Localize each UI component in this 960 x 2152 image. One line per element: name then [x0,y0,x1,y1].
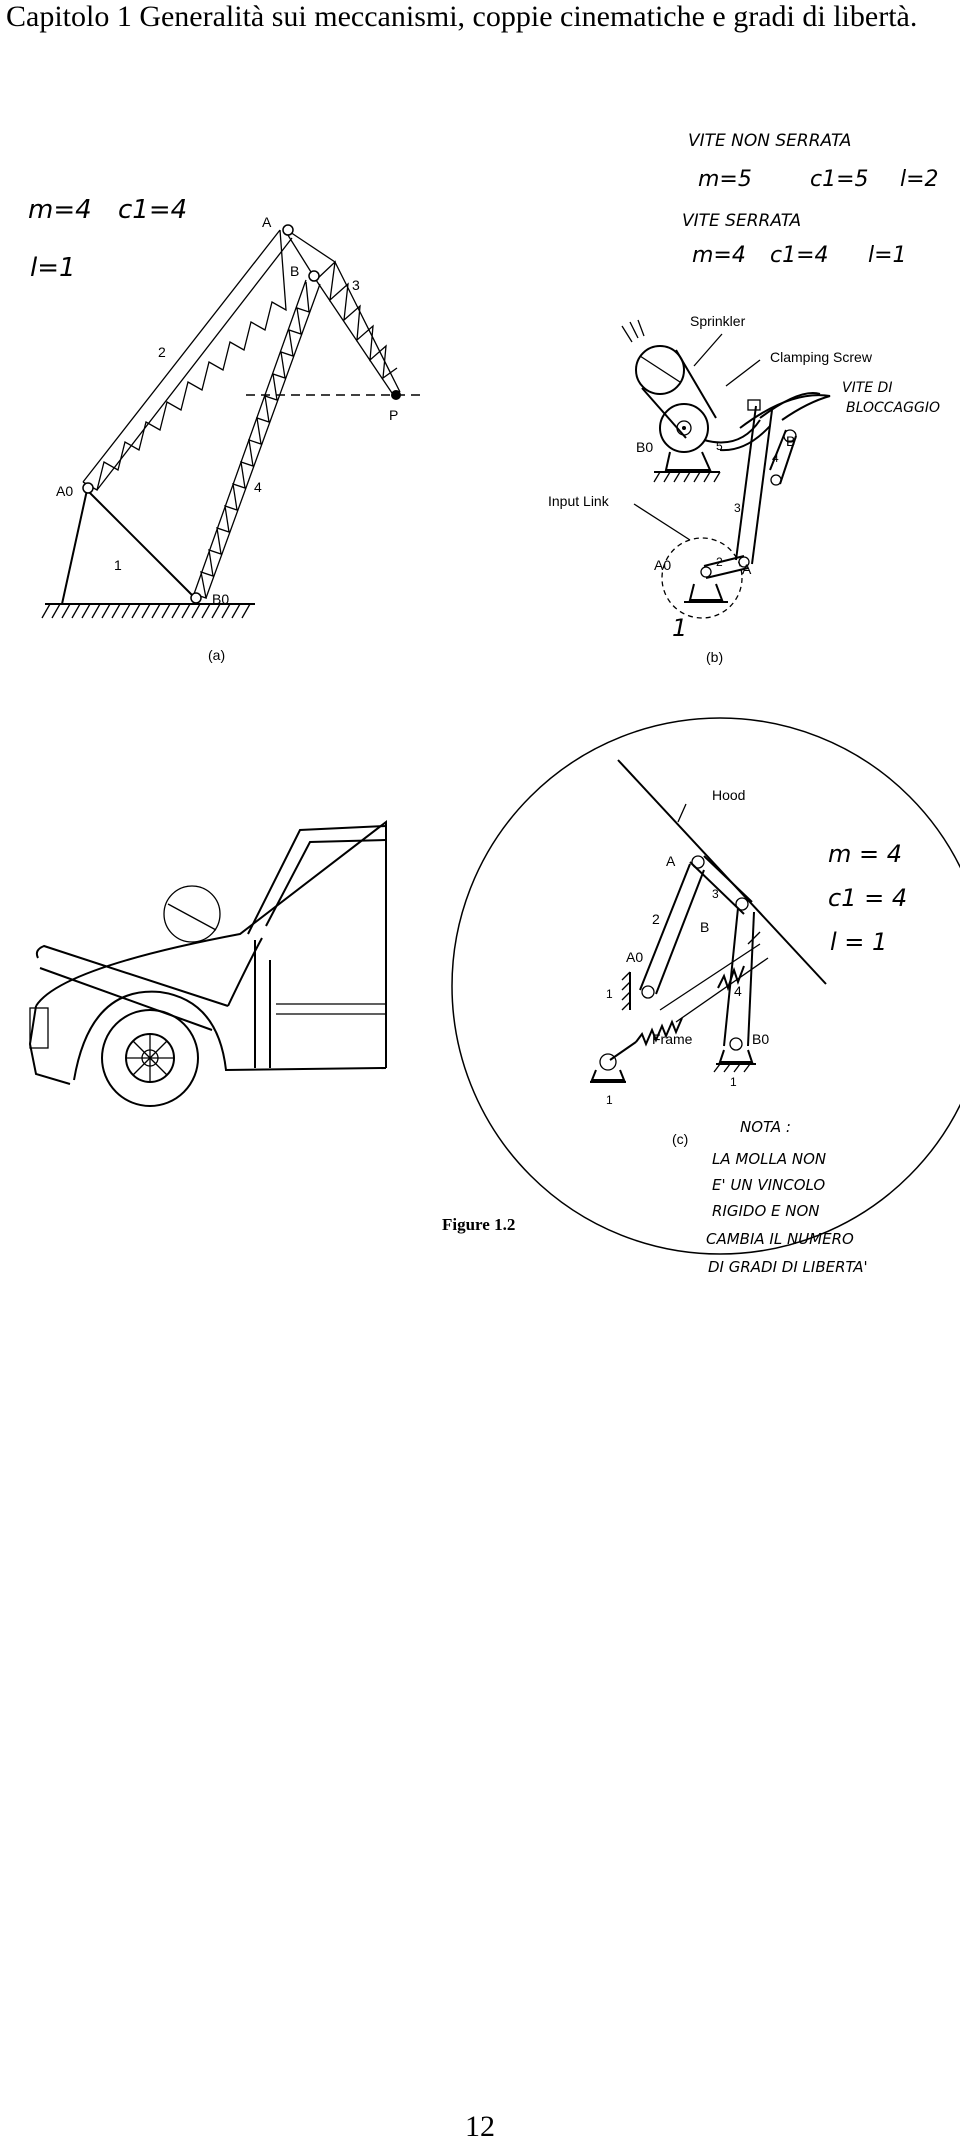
link-4-c-label: 4 [734,983,742,999]
point-a-label: A [262,214,272,230]
link-5-b-label: 5 [716,439,723,453]
note-b-l1: l=1 [868,243,907,268]
note-m: m=4 [28,195,92,225]
note-vite-non-serrata: VITE NON SERRATA [688,131,851,151]
note-c-l: l = 1 [830,928,887,956]
link-2-c-label: 2 [652,911,660,927]
sprinkler-label: Sprinkler [690,313,746,329]
point-b0-b-label: B0 [636,439,653,455]
note-line-4: CAMBIA IL NUMERO [706,1230,854,1248]
link-3-label: 3 [352,277,360,293]
point-p-label: P [389,407,398,423]
note-b-m4: m=4 [692,243,746,268]
note-b-c4: c1=4 [770,243,829,268]
point-a0-c-label: A0 [626,949,643,965]
caption-c: (c) [672,1131,688,1147]
note-line-5: DI GRADI DI LIBERTA' [708,1258,868,1276]
note-nota: NOTA : [740,1118,791,1136]
link-4-b-label: 4 [772,451,779,465]
figure-caption: Figure 1.2 [442,1215,515,1234]
figure-b-sprinkler: VITE NON SERRATA m=5 c1=5 l=2 VITE SERRA… [548,131,940,665]
link-2-b-label: 2 [716,555,723,569]
frame-label: Frame [652,1031,693,1047]
link-1c-c-label: 1 [730,1075,737,1089]
point-a-c-label: A [666,853,676,869]
point-b-label: B [290,263,299,279]
link-3-c-label: 3 [712,887,719,901]
note-vite-serrata: VITE SERRATA [682,211,801,231]
note-bloccaggio: BLOCCAGGIO [846,400,940,416]
note-c-m: m = 4 [828,840,902,868]
note-line-3: RIGIDO E NON [712,1202,820,1220]
caption-a: (a) [208,647,225,663]
note-c-c1: c1 = 4 [828,884,907,912]
point-a0-label: A0 [56,483,73,499]
note-ground-1: 1 [672,614,687,642]
link-3-b-label: 3 [734,501,741,515]
link-4-label: 4 [254,479,262,495]
clamping-screw-label: Clamping Screw [770,349,873,365]
note-b-l2: l=2 [900,167,939,192]
point-a-b-label: A [742,561,752,577]
link-1b-c-label: 1 [606,1093,613,1107]
point-b0-label: B0 [212,591,229,607]
note-l: l=1 [30,253,76,283]
note-vite-di: VITE DI [842,380,892,396]
point-b-c-label: B [700,919,709,935]
link-1-c-label: 1 [606,987,613,1001]
figure-a-crane: A B P A0 B0 1 2 3 4 m=4 c1=4 l=1 (a) [28,195,420,663]
page-number: 12 [465,2110,495,2143]
point-b0-c-label: B0 [752,1031,769,1047]
note-b-c5: c1=5 [810,167,869,192]
link-2-label: 2 [158,344,166,360]
note-b-m5: m=5 [698,167,752,192]
hood-label: Hood [712,787,745,803]
point-a0-b-label: A0 [654,557,671,573]
note-c1: c1=4 [118,195,187,225]
note-line-1: LA MOLLA NON [712,1150,826,1168]
figure-c-hood: Hood Frame A B A0 B0 1 2 3 4 1 1 m = 4 c… [28,717,960,1276]
link-1-label: 1 [114,557,122,573]
point-b-b-label: B [786,433,795,449]
input-link-label: Input Link [548,493,610,509]
note-line-2: E' UN VINCOLO [712,1176,825,1194]
caption-b: (b) [706,649,723,665]
page-header: Capitolo 1 Generalità sui meccanismi, co… [6,0,918,33]
